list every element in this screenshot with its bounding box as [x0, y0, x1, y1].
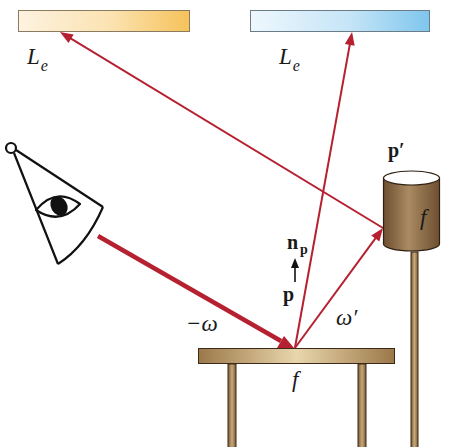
light-panel: Le [18, 10, 190, 32]
node-label: L [279, 44, 292, 69]
direction-label: −ω [186, 312, 218, 335]
label-group: Le [27, 45, 48, 68]
arrow-head [371, 228, 383, 241]
eye-symbol [6, 143, 103, 264]
table-leg [358, 364, 366, 447]
table-top: f [198, 348, 395, 364]
ray-line [295, 43, 350, 348]
cylinder-object: f [383, 172, 440, 252]
ray-line [295, 237, 377, 348]
normal-subscript: p [300, 243, 308, 257]
label-group: f [292, 368, 298, 391]
label-group: f [420, 206, 426, 229]
point-label: p′ [388, 140, 405, 160]
view-ray-head [277, 336, 294, 348]
pole [411, 252, 418, 447]
direction-label: ω′ [336, 306, 357, 329]
normal-arrow-head [291, 258, 299, 268]
view-ray [98, 236, 281, 341]
subscript: e [41, 57, 48, 74]
light-ray [295, 228, 383, 348]
light-ray [60, 32, 383, 228]
node-label: f [292, 367, 298, 392]
node-label: L [27, 44, 40, 69]
ray-line [69, 38, 383, 228]
arrow-head [60, 32, 74, 43]
normal-arrow [294, 266, 296, 282]
point-label: p [283, 284, 294, 304]
table-leg [228, 364, 236, 447]
node-label: f [420, 205, 426, 230]
cylinder-shape [383, 172, 440, 252]
subscript: e [293, 57, 300, 74]
light-ray [295, 32, 355, 348]
normal-label: n [287, 232, 298, 252]
label-group: Le [279, 45, 300, 68]
light-panel: Le [250, 10, 430, 32]
